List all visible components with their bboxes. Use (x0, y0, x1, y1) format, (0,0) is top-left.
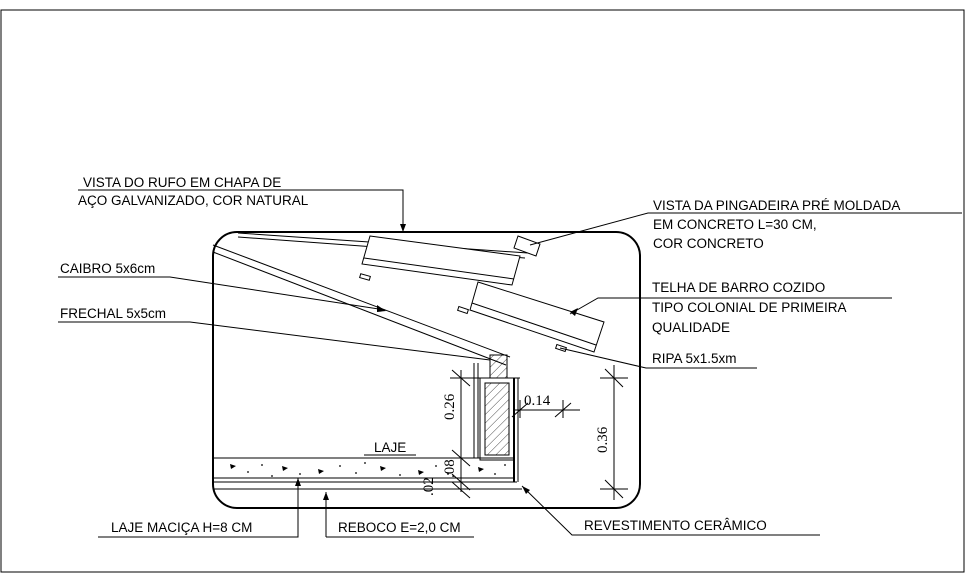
label-ripa: RIPA 5x1.5xm (652, 351, 737, 366)
laje-slab (213, 457, 522, 490)
dim-0-08: .08 (442, 459, 458, 478)
label-caibro: CAIBRO 5x6cm (60, 261, 155, 276)
label-revestimento: REVESTIMENTO CERÂMICO (584, 518, 767, 533)
label-telha-3: QUALIDADE (652, 320, 730, 335)
label-reboco: REBOCO E=2,0 CM (338, 520, 461, 535)
label-laje: LAJE (374, 440, 406, 455)
dim-0-36: 0.36 (595, 426, 611, 453)
frechal-block (479, 354, 519, 482)
label-telha-2: TIPO COLONIAL DE PRIMEIRA (652, 300, 847, 315)
label-rufo-1: VISTA DO RUFO EM CHAPA DE (83, 175, 281, 190)
dim-0-14: 0.14 (524, 393, 551, 409)
label-rufo-2: AÇO GALVANIZADO, COR NATURAL (78, 193, 309, 208)
detail-outline (212, 231, 641, 509)
drawing-frame (0, 9, 965, 573)
label-pingadeira-2: EM CONCRETO L=30 CM, (653, 217, 817, 232)
label-laje-macica: LAJE MACIÇA H=8 CM (111, 520, 252, 535)
label-telha-1: TELHA DE BARRO COZIDO (652, 280, 825, 295)
label-pingadeira-3: COR CONCRETO (653, 236, 764, 251)
dimension-lines (450, 365, 628, 500)
label-pingadeira-1: VISTA DA PINGADEIRA PRÉ MOLDADA (653, 198, 900, 213)
label-frechal: FRECHAL 5x5cm (60, 306, 166, 321)
leader-lines (58, 189, 962, 538)
dim-0-02: .02 (421, 477, 437, 496)
dim-0-26: 0.26 (442, 393, 458, 420)
roof-structure (212, 232, 605, 366)
